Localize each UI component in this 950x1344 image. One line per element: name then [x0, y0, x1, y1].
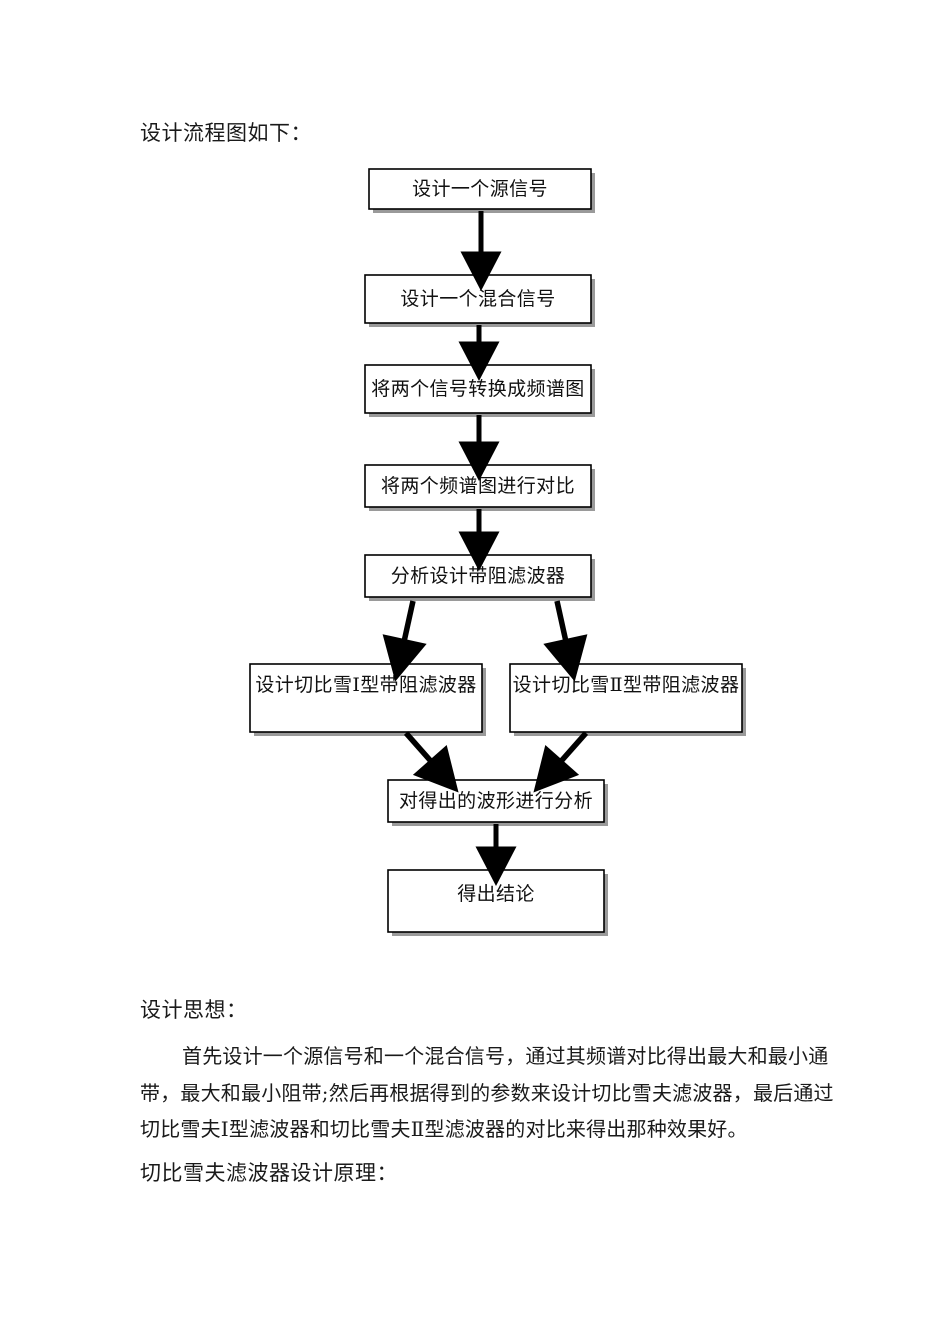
- flow-node-n9: 得出结论: [387, 869, 608, 936]
- flow-node-n8: 对得出的波形进行分析: [387, 779, 608, 826]
- flow-node-n4: 将两个频谱图进行对比: [364, 464, 595, 511]
- design-idea-heading: 设计思想：: [140, 998, 248, 1022]
- flow-node-label: 对得出的波形进行分析: [399, 790, 593, 812]
- flow-edge-n5-n7: [543, 600, 588, 682]
- flow-node-label: 分析设计带阻滤波器: [391, 565, 566, 587]
- flow-node-n7: 设计切比雪Ⅱ型带阻滤波器: [509, 663, 746, 736]
- node-box: [249, 663, 483, 733]
- flow-node-label: 设计一个源信号: [412, 178, 548, 200]
- flow-node-n6: 设计切比雪Ⅰ型带阻滤波器: [249, 663, 486, 736]
- flow-node-n2: 设计一个混合信号: [364, 274, 595, 327]
- flow-node-n1: 设计一个源信号: [368, 168, 595, 213]
- flow-node-label: 得出结论: [457, 883, 535, 905]
- flow-edge-n6-n8: [403, 731, 459, 793]
- node-box: [368, 168, 592, 210]
- paragraph-line-3: 切比雪夫Ⅰ型滤波器和切比雪夫Ⅱ型滤波器的对比来得出那种效果好。: [140, 1117, 748, 1141]
- flow-node-label: 设计一个混合信号: [400, 288, 555, 310]
- flow-node-n5: 分析设计带阻滤波器: [364, 554, 595, 601]
- flow-edge-n7-n8: [533, 731, 589, 793]
- flow-edge-n5-n6: [382, 600, 427, 682]
- paragraph-line-2: 带，最大和最小阻带;然后再根据得到的参数来设计切比雪夫滤波器，最后通过: [140, 1080, 834, 1105]
- flow-node-n3: 将两个信号转换成频谱图: [364, 364, 595, 417]
- flow-node-label: 将两个信号转换成频谱图: [371, 378, 584, 400]
- design-idea-paragraph: 首先设计一个源信号和一个混合信号，通过其频谱对比得出最大和最小通 带，最大和最小…: [140, 1038, 834, 1148]
- filter-principle-heading: 切比雪夫滤波器设计原理：: [140, 1161, 398, 1185]
- flow-node-label: 设计切比雪Ⅱ型带阻滤波器: [513, 674, 740, 696]
- flowchart-heading: 设计流程图如下：: [140, 121, 312, 145]
- flow-node-label: 设计切比雪Ⅰ型带阻滤波器: [255, 674, 476, 696]
- paragraph-line-1: 首先设计一个源信号和一个混合信号，通过其频谱对比得出最大和最小通: [182, 1044, 829, 1068]
- flow-node-label: 将两个频谱图进行对比: [381, 475, 575, 497]
- design-flowchart: 设计一个源信号 设计一个混合信号 将两个信号转换成频谱图 将两个频谱图进行对比 …: [249, 168, 746, 936]
